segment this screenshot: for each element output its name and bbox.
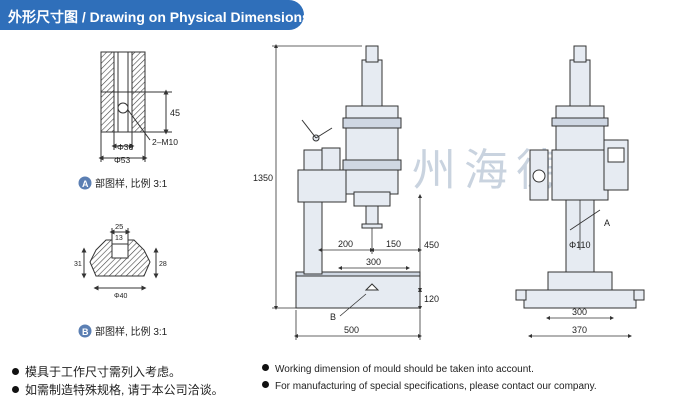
detail-a-caption: 部图样, 比例 3:1 — [95, 177, 168, 190]
front-dim-d110: Φ110 — [569, 240, 591, 250]
header-title: 外形尺寸图 / Drawing on Physical Dimensions： — [8, 9, 324, 25]
side-dim-450: 450 — [424, 240, 439, 250]
note-en-2: For manufacturing of special specificati… — [262, 381, 597, 392]
side-dim-500: 500 — [344, 325, 359, 335]
detail-b-dim-25: 25 — [115, 222, 123, 231]
detail-a-dim-d53: Φ53 — [114, 155, 131, 165]
detail-a-badge — [78, 176, 92, 190]
detail-b-dim-d40: Φ40 — [114, 293, 127, 300]
side-dim-300: 300 — [366, 257, 381, 267]
detail-b-dim-13: 13 — [115, 235, 123, 242]
side-label-b: B — [330, 312, 336, 322]
front-label-a: A — [604, 218, 610, 228]
note-cn-2: 如需制造特殊规格, 请于本公司洽谈。 — [12, 381, 224, 398]
detail-b-caption: 部图样, 比例 3:1 — [95, 325, 168, 338]
side-dim-1350: 1350 — [253, 173, 273, 183]
front-view-machine — [515, 45, 645, 309]
detail-b-badge — [78, 324, 92, 338]
side-view-dimensions — [272, 44, 422, 340]
side-dim-200: 200 — [338, 239, 353, 249]
side-dim-150: 150 — [386, 239, 401, 249]
detail-a-letter: A — [82, 179, 89, 189]
detail-b-drawing — [81, 228, 159, 291]
header-banner: 外形尺寸图 / Drawing on Physical Dimensions： — [0, 0, 324, 30]
detail-b-dim-28: 28 — [159, 261, 167, 268]
detail-a-drawing — [98, 51, 172, 162]
detail-a-dim-d30: Φ30 — [117, 142, 134, 152]
side-view-machine — [295, 45, 421, 309]
front-view-dimensions — [528, 200, 632, 338]
detail-a-dim-m10: 2–M10 — [152, 137, 178, 147]
detail-b-dim-31: 31 — [74, 261, 82, 268]
note-en-1: Working dimension of mould should be tak… — [262, 364, 534, 375]
detail-b-letter: B — [82, 327, 89, 337]
detail-a-dim-45: 45 — [170, 108, 180, 118]
front-dim-370: 370 — [572, 325, 587, 335]
side-dim-120: 120 — [424, 294, 439, 304]
note-cn-1: 模具于工作尺寸需列入考虑。 — [12, 363, 181, 380]
front-dim-300: 300 — [572, 307, 587, 317]
